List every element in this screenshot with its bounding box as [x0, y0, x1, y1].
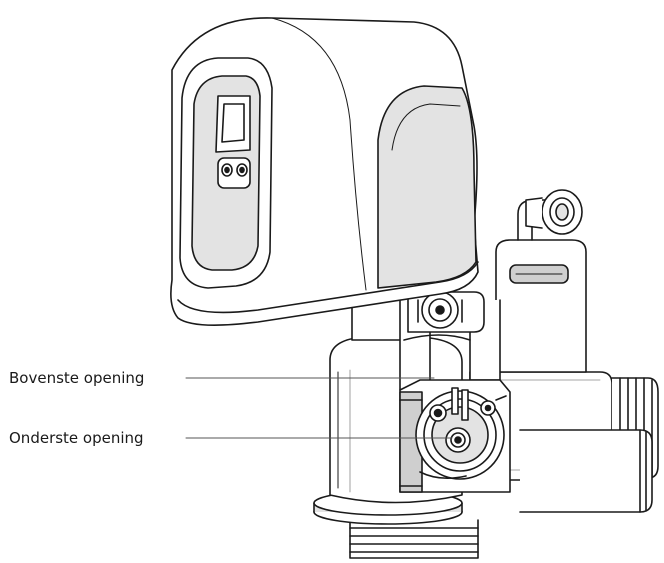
leader-lines	[185, 377, 453, 439]
right-pipe	[469, 371, 659, 513]
label-bottom-opening: Onderste opening	[9, 429, 144, 447]
lcd-screen	[221, 103, 245, 143]
bottom-thread-connector	[349, 519, 479, 559]
riser-pipe	[495, 199, 587, 373]
control-display-panel	[215, 95, 251, 189]
bypass-knob	[407, 291, 485, 333]
control-head	[170, 17, 479, 326]
top-elbow-fitting	[525, 189, 583, 235]
control-face	[399, 379, 511, 493]
label-top-opening: Bovenste opening	[9, 369, 145, 387]
